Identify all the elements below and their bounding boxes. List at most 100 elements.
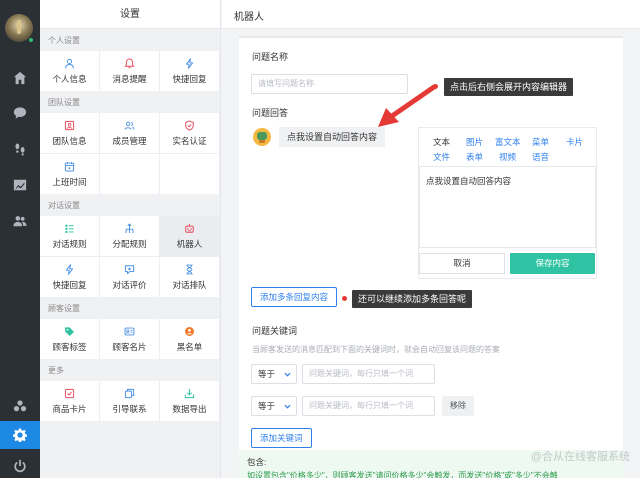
chat-icon[interactable] (0, 99, 40, 127)
settings-item-label: 对话评价 (112, 279, 147, 290)
settings-item[interactable]: 对话排队 (160, 257, 219, 297)
user-icon (64, 58, 75, 69)
watermark: @合从在线客服系统 (530, 451, 630, 463)
rating-icon (124, 264, 135, 275)
settings-item[interactable]: 对话规则 (40, 216, 99, 256)
settings-item-label: 对话排队 (172, 279, 207, 290)
answer-label: 问题回答 (252, 108, 289, 118)
match-select-value: 等于 (258, 401, 276, 411)
match-select-value: 等于 (258, 369, 276, 379)
settings-item[interactable]: 商品卡片 (40, 381, 99, 421)
editor-textarea[interactable]: 点我设置自动回答内容 (419, 166, 596, 248)
gear-icon[interactable] (0, 421, 40, 449)
contains-tip: 包含: 如设置包含"价格多少"，则顾客发送"请问价格多少"会触发，而发送"价格"… (239, 450, 623, 478)
callout-dot (342, 296, 347, 301)
settings-group-title: 对话设置 (48, 201, 80, 210)
product-icon (64, 388, 75, 399)
settings-grid: 个人信息 消息提醒快捷回复 (40, 51, 220, 91)
settings-grid: 对话规则 分配规则机器人快捷回复对话评价 对话排队 (40, 216, 220, 297)
chevron-down-icon (284, 404, 291, 409)
match-select[interactable]: 等于 (251, 396, 297, 416)
cluster-icon[interactable] (0, 392, 40, 420)
tab-file[interactable]: 文件 (433, 152, 451, 162)
settings-item-label: 对话规则 (52, 238, 87, 249)
settings-item[interactable]: 数据导出 (160, 381, 219, 421)
settings-item[interactable]: 快捷回复 (40, 257, 99, 297)
tab-menu[interactable]: 菜单 (532, 137, 550, 147)
match-select[interactable]: 等于 (251, 364, 297, 384)
bolt-icon (64, 263, 75, 275)
chart-icon[interactable] (0, 171, 40, 199)
settings-item-label: 商品卡片 (52, 403, 87, 414)
settings-item-label: 顾客名片 (112, 341, 147, 352)
main-header: 机器人 (222, 0, 640, 29)
keyword-input[interactable]: 问题关键词，每行只填一个词 (302, 364, 435, 384)
contains-text: 如设置包含"价格多少"，则顾客发送"请问价格多少"会触发，而发送"价格"或"多少… (247, 471, 558, 478)
settings-item[interactable]: 对话评价 (100, 257, 159, 297)
tab-image[interactable]: 图片 (466, 137, 484, 147)
callout-multi-answer-tip: 还可以继续添加多条回答呢 (352, 290, 473, 308)
main-content: 问题名称 请填写问题名称 问题回答 点我设置自动回答内容 文本 图片 富文本 菜… (222, 30, 640, 478)
home-icon[interactable] (0, 64, 40, 92)
shield-icon (184, 120, 195, 131)
keywords-label: 问题关键词 (252, 326, 298, 336)
settings-item-label: 机器人 (176, 238, 203, 249)
footprint-icon[interactable] (0, 135, 40, 163)
contains-title: 包含: (247, 457, 267, 467)
settings-item[interactable]: 黑名单 (160, 319, 219, 359)
tab-form[interactable]: 表单 (466, 152, 484, 162)
settings-group-title: 更多 (48, 366, 64, 375)
save-content-button[interactable]: 保存内容 (510, 253, 595, 274)
settings-group-title: 个人设置 (48, 36, 80, 45)
tab-text[interactable]: 文本 (433, 137, 451, 147)
settings-item-label: 团队信息 (52, 135, 87, 146)
keyword-input[interactable]: 问题关键词，每行只填一个词 (302, 396, 435, 416)
avatar[interactable] (5, 14, 33, 42)
settings-title: 设置 (40, 0, 220, 29)
answer-bubble[interactable]: 点我设置自动回答内容 (279, 127, 386, 147)
settings-item[interactable]: 消息提醒 (100, 51, 159, 91)
users-icon[interactable] (0, 207, 40, 235)
editor-tabs: 文本 图片 富文本 菜单 卡片 文件 表单 视频 语音 (419, 128, 596, 166)
settings-item-label: 黑名单 (176, 341, 203, 352)
page-title: 机器人 (234, 12, 264, 23)
cancel-button[interactable]: 取消 (419, 253, 505, 274)
remove-keyword-button[interactable]: 移除 (442, 396, 474, 416)
settings-item[interactable]: 快捷回复 (160, 51, 219, 91)
settings-item-label: 上班时间 (52, 176, 87, 187)
tab-rich-text[interactable]: 富文本 (495, 137, 521, 147)
settings-item[interactable]: 分配规则 (100, 216, 159, 256)
add-keyword-button[interactable]: 添加关键词 (251, 428, 312, 448)
settings-item[interactable]: 顾客名片 (100, 319, 159, 359)
power-icon[interactable] (0, 452, 40, 478)
settings-item-label: 成员管理 (112, 135, 147, 146)
settings-group-title: 顾客设置 (48, 304, 80, 313)
members-icon (124, 120, 135, 131)
question-name-input[interactable]: 请填写问题名称 (251, 74, 408, 94)
settings-item[interactable]: 机器人 (160, 216, 219, 256)
add-multi-answer-button[interactable]: 添加多条回复内容 (251, 287, 338, 307)
card-icon (124, 326, 135, 337)
robot-question-form: 问题名称 请填写问题名称 问题回答 点我设置自动回答内容 文本 图片 富文本 菜… (239, 36, 623, 478)
settings-item[interactable]: 实名认证 (160, 113, 219, 153)
guide-icon (124, 388, 135, 399)
tab-card[interactable]: 卡片 (566, 137, 584, 147)
settings-item[interactable]: 引导联系 (100, 381, 159, 421)
settings-item[interactable]: 团队信息 (40, 113, 99, 153)
tab-video[interactable]: 视频 (499, 152, 517, 162)
settings-grid: 商品卡片 引导联系数据导出 (40, 381, 220, 421)
tab-voice[interactable]: 语音 (532, 152, 550, 162)
blacklist-icon (184, 326, 195, 337)
settings-item[interactable]: 上班时间 (40, 154, 99, 194)
settings-item-label: 个人信息 (52, 73, 87, 84)
settings-item[interactable]: 顾客标签 (40, 319, 99, 359)
settings-item[interactable]: 成员管理 (100, 113, 159, 153)
settings-item[interactable]: 个人信息 (40, 51, 99, 91)
online-status-dot (28, 37, 34, 43)
export-icon (184, 388, 195, 399)
settings-item-label: 数据导出 (172, 403, 207, 414)
distribute-icon (124, 222, 135, 234)
callout-editor-tip: 点击后右侧会展开内容编辑器 (444, 78, 574, 96)
rules-icon (64, 223, 75, 234)
divider (239, 36, 623, 38)
